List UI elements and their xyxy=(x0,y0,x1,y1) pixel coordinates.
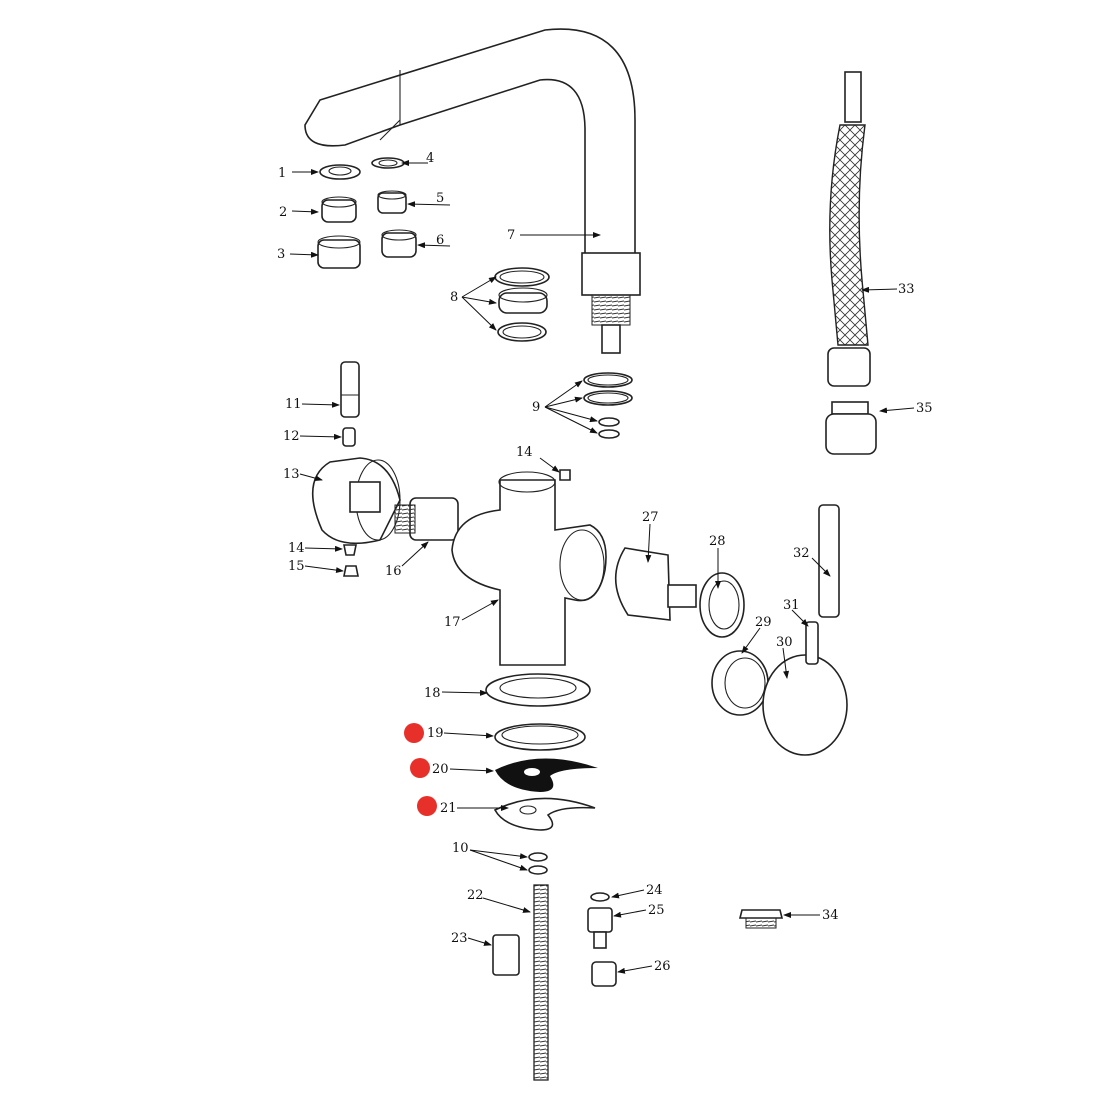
label-33: 33 xyxy=(898,282,915,297)
label-31: 31 xyxy=(783,598,800,613)
label-29: 29 xyxy=(755,615,772,630)
label-12: 12 xyxy=(283,429,300,444)
label-8: 8 xyxy=(450,290,458,305)
parts-9 xyxy=(583,372,633,439)
hose xyxy=(825,71,877,455)
fixing-parts xyxy=(492,884,784,1081)
label-4: 4 xyxy=(426,151,434,166)
parts-1-6 xyxy=(317,157,417,269)
valve-body xyxy=(451,471,607,666)
label-32: 32 xyxy=(793,546,810,561)
label-34: 34 xyxy=(822,908,839,923)
part-labels: 1 2 3 4 5 6 7 8 9 10 11 12 13 14 14 15 1… xyxy=(277,151,933,974)
label-35: 35 xyxy=(916,401,933,416)
label-3: 3 xyxy=(277,247,285,262)
label-6: 6 xyxy=(436,233,444,248)
leader-lines xyxy=(289,160,915,974)
label-21: 21 xyxy=(440,801,457,816)
label-25: 25 xyxy=(648,903,665,918)
label-1: 1 xyxy=(278,166,286,181)
label-5: 5 xyxy=(436,191,444,206)
label-23: 23 xyxy=(451,931,468,946)
label-20: 20 xyxy=(432,762,449,777)
label-14: 14 xyxy=(288,541,305,556)
label-16: 16 xyxy=(385,564,402,579)
label-15: 15 xyxy=(288,559,305,574)
label-10: 10 xyxy=(452,841,469,856)
label-28: 28 xyxy=(709,534,726,549)
label-19: 19 xyxy=(427,726,444,741)
label-27: 27 xyxy=(642,510,659,525)
washers xyxy=(485,673,598,875)
label-2: 2 xyxy=(279,205,287,220)
label-22: 22 xyxy=(467,888,484,903)
label-26: 26 xyxy=(654,959,671,974)
label-13: 13 xyxy=(283,467,300,482)
label-24: 24 xyxy=(646,883,663,898)
label-7: 7 xyxy=(507,228,515,243)
highlight-dot-21 xyxy=(417,796,437,816)
label-9: 9 xyxy=(532,400,540,415)
spout xyxy=(304,28,641,354)
label-11: 11 xyxy=(285,397,302,412)
highlight-dot-20 xyxy=(410,758,430,778)
right-handle-parts xyxy=(614,504,848,756)
left-handle-parts xyxy=(311,361,571,577)
parts-8 xyxy=(494,267,550,342)
label-17: 17 xyxy=(444,615,461,630)
highlight-dot-19 xyxy=(404,723,424,743)
label-30: 30 xyxy=(776,635,793,650)
label-18: 18 xyxy=(424,686,441,701)
label-14-top: 14 xyxy=(516,445,533,460)
